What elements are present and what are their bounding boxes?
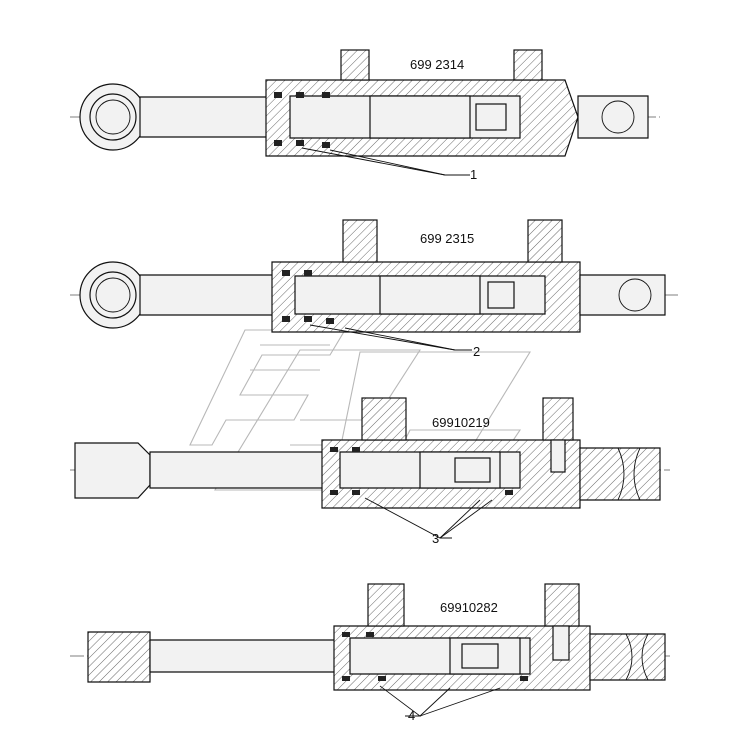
- cylinder-1: 699 2314 1: [70, 49, 660, 182]
- part-number-label: 69910282: [440, 600, 498, 615]
- callout-number: 3: [432, 531, 439, 546]
- part-number-label: 69910219: [432, 415, 490, 430]
- cylinder-2: 699 2315 2: [70, 219, 680, 359]
- part-number-label: 699 2314: [410, 57, 464, 72]
- callout-number: 2: [473, 344, 480, 359]
- cylinder-4: 69910282 4: [70, 583, 670, 723]
- callout-number: 1: [470, 167, 477, 182]
- callout-number: 4: [408, 708, 415, 723]
- part-number-label: 699 2315: [420, 231, 474, 246]
- cylinder-3: 69910219 3: [70, 397, 670, 546]
